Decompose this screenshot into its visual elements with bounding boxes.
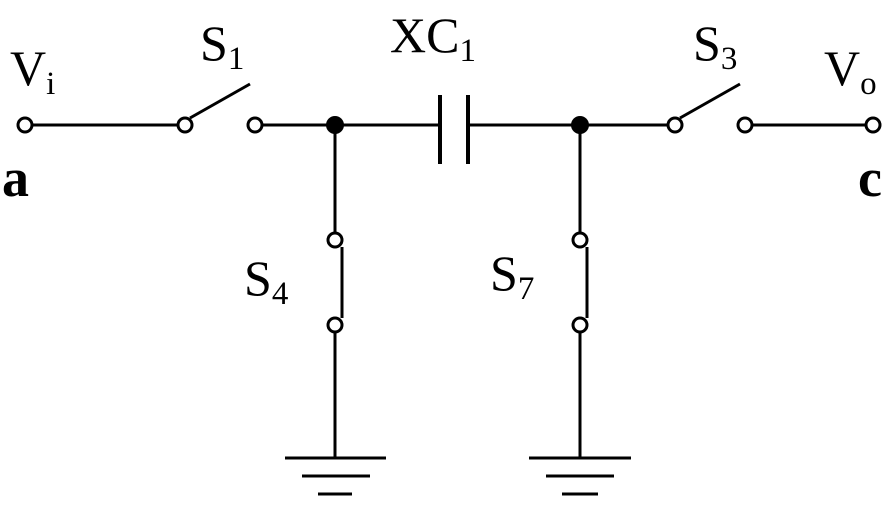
switch-s7-contact-top bbox=[571, 231, 589, 249]
junction-left bbox=[326, 116, 344, 134]
switch-s1 bbox=[176, 82, 264, 134]
shunt-branch-left bbox=[285, 125, 386, 496]
switch-s3-blade bbox=[679, 82, 741, 120]
label-s1: S1 bbox=[200, 15, 244, 77]
shunt-branch-right bbox=[529, 125, 631, 496]
switch-s3-contact-left bbox=[666, 116, 684, 134]
switch-s1-blade bbox=[189, 82, 251, 120]
label-s7: S7 bbox=[490, 245, 534, 307]
ground-right-icon bbox=[529, 456, 631, 496]
switch-s3-contact-right bbox=[736, 116, 754, 134]
label-vo: Vo bbox=[824, 40, 877, 102]
label-node-c: c bbox=[858, 148, 882, 208]
switch-s1-contact-left bbox=[176, 116, 194, 134]
switch-s3 bbox=[666, 82, 754, 134]
input-terminal bbox=[16, 116, 34, 134]
switch-s7-contact-bottom bbox=[571, 316, 589, 334]
label-node-a: a bbox=[2, 148, 29, 208]
switch-s4-contact-top bbox=[326, 231, 344, 249]
ground-left-icon bbox=[285, 456, 386, 496]
junction-right bbox=[571, 116, 589, 134]
label-xc1: XC1 bbox=[390, 7, 476, 69]
label-s3: S3 bbox=[693, 15, 737, 77]
switch-s1-contact-right bbox=[246, 116, 264, 134]
switch-s4-contact-bottom bbox=[326, 316, 344, 334]
label-s4: S4 bbox=[244, 250, 288, 312]
label-vi: Vi bbox=[10, 40, 55, 102]
capacitor-xc1 bbox=[438, 95, 470, 164]
output-terminal bbox=[864, 116, 882, 134]
